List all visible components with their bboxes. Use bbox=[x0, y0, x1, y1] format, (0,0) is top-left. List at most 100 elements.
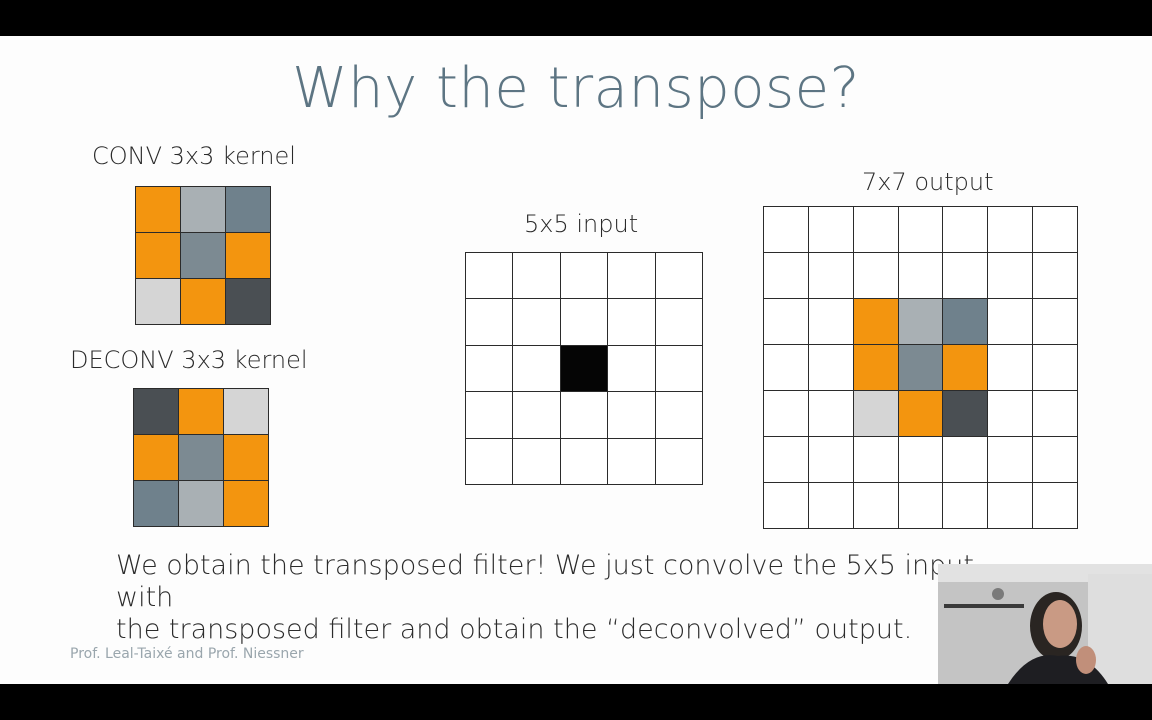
output-cell bbox=[1032, 252, 1078, 299]
output-cell bbox=[807, 298, 854, 345]
output-cell bbox=[807, 344, 854, 391]
caption: We obtain the transposed filter! We just… bbox=[116, 550, 1016, 646]
output-cell bbox=[897, 252, 944, 299]
input-cell bbox=[654, 437, 703, 485]
input-cell bbox=[654, 298, 703, 346]
output-cell bbox=[1032, 482, 1078, 529]
deconv-kernel-cell bbox=[223, 480, 269, 527]
webcam-overlay bbox=[938, 564, 1152, 684]
input-grid bbox=[465, 252, 703, 485]
output-cell bbox=[942, 436, 989, 483]
output-cell bbox=[852, 252, 899, 299]
slide-title: Why the transpose? bbox=[292, 56, 860, 121]
conv-kernel-cell bbox=[225, 186, 271, 233]
output-cell bbox=[897, 298, 944, 345]
deconv-kernel-cell bbox=[223, 388, 269, 435]
conv-kernel-grid bbox=[135, 186, 271, 325]
output-cell bbox=[987, 252, 1034, 299]
output-cell bbox=[897, 436, 944, 483]
deconv-kernel-cell bbox=[133, 480, 179, 527]
input-cell bbox=[654, 252, 703, 300]
output-cell bbox=[897, 206, 944, 253]
output-cell bbox=[1032, 390, 1078, 437]
output-cell bbox=[987, 206, 1034, 253]
output-cell bbox=[852, 482, 899, 529]
input-cell bbox=[559, 344, 609, 393]
caption-line-1: We obtain the transposed filter! We just… bbox=[116, 550, 974, 613]
output-cell bbox=[942, 344, 989, 391]
deconv-kernel-cell bbox=[178, 388, 224, 435]
output-cell bbox=[942, 482, 989, 529]
output-cell bbox=[807, 482, 854, 529]
output-cell bbox=[807, 252, 854, 299]
output-cell bbox=[987, 390, 1034, 437]
output-cell bbox=[1032, 436, 1078, 483]
output-cell bbox=[987, 436, 1034, 483]
output-cell bbox=[852, 436, 899, 483]
output-cell bbox=[1032, 344, 1078, 391]
conv-kernel-cell bbox=[180, 186, 226, 233]
output-cell bbox=[897, 344, 944, 391]
input-cell bbox=[607, 391, 656, 439]
output-cell bbox=[852, 298, 899, 345]
input-cell bbox=[465, 437, 514, 485]
input-cell bbox=[512, 437, 561, 485]
conv-kernel-cell bbox=[225, 278, 271, 325]
deconv-kernel-cell bbox=[223, 434, 269, 481]
output-cell bbox=[852, 344, 899, 391]
output-cell bbox=[942, 390, 989, 437]
input-cell bbox=[465, 252, 514, 300]
output-cell bbox=[987, 298, 1034, 345]
input-cell bbox=[607, 344, 656, 393]
output-cell bbox=[897, 390, 944, 437]
input-cell bbox=[465, 391, 514, 439]
input-label: 5x5 input bbox=[524, 210, 639, 238]
output-cell bbox=[763, 390, 809, 437]
conv-kernel-label: CONV 3x3 kernel bbox=[92, 142, 296, 170]
conv-kernel-cell bbox=[135, 186, 181, 233]
input-cell bbox=[559, 252, 609, 300]
output-cell bbox=[942, 206, 989, 253]
output-cell bbox=[763, 252, 809, 299]
output-cell bbox=[807, 436, 854, 483]
conv-kernel-cell bbox=[135, 232, 181, 279]
input-cell bbox=[465, 298, 514, 346]
output-cell bbox=[807, 206, 854, 253]
output-grid bbox=[763, 206, 1078, 529]
input-cell bbox=[654, 391, 703, 439]
presenter-video-icon bbox=[938, 564, 1152, 684]
output-cell bbox=[942, 298, 989, 345]
deconv-kernel-cell bbox=[133, 388, 179, 435]
deconv-kernel-cell bbox=[178, 434, 224, 481]
conv-kernel-cell bbox=[180, 232, 226, 279]
conv-kernel-cell bbox=[180, 278, 226, 325]
output-cell bbox=[1032, 298, 1078, 345]
deconv-kernel-cell bbox=[133, 434, 179, 481]
input-cell bbox=[607, 252, 656, 300]
output-cell bbox=[763, 344, 809, 391]
deconv-kernel-grid bbox=[133, 388, 269, 527]
input-cell bbox=[512, 344, 561, 393]
output-cell bbox=[763, 206, 809, 253]
output-cell bbox=[1032, 206, 1078, 253]
conv-kernel-cell bbox=[135, 278, 181, 325]
input-cell bbox=[559, 437, 609, 485]
output-cell bbox=[807, 390, 854, 437]
input-cell bbox=[512, 391, 561, 439]
output-cell bbox=[942, 252, 989, 299]
input-cell bbox=[559, 298, 609, 346]
input-cell bbox=[512, 252, 561, 300]
input-cell bbox=[559, 391, 609, 439]
deconv-kernel-cell bbox=[178, 480, 224, 527]
output-label: 7x7 output bbox=[862, 168, 994, 196]
input-cell bbox=[607, 298, 656, 346]
output-cell bbox=[987, 482, 1034, 529]
deconv-kernel-label: DECONV 3x3 kernel bbox=[70, 346, 308, 374]
slide: Why the transpose? CONV 3x3 kernel DECON… bbox=[0, 36, 1152, 684]
output-cell bbox=[763, 436, 809, 483]
output-cell bbox=[987, 344, 1034, 391]
output-cell bbox=[852, 206, 899, 253]
input-cell bbox=[654, 344, 703, 393]
output-cell bbox=[897, 482, 944, 529]
conv-kernel-cell bbox=[225, 232, 271, 279]
